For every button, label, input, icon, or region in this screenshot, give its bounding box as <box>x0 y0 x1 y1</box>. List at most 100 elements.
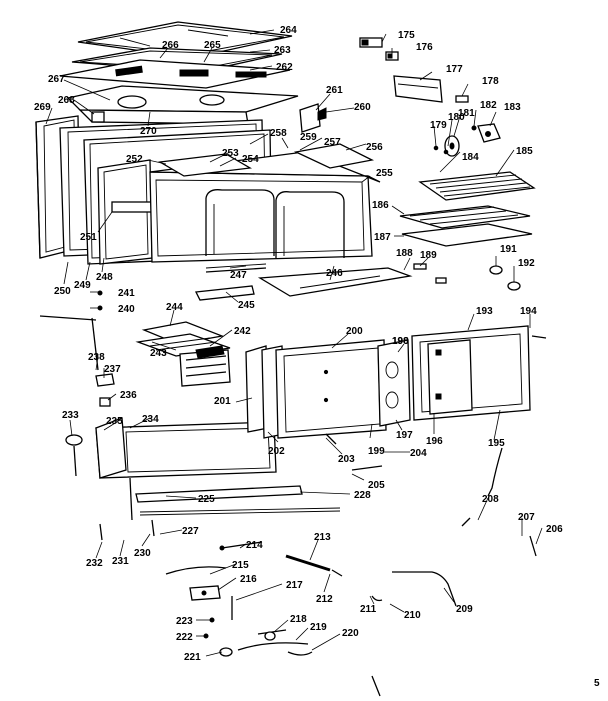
label-263: 263 <box>274 45 291 56</box>
label-232: 232 <box>86 558 103 569</box>
label-262: 262 <box>276 62 293 73</box>
label-240: 240 <box>118 304 135 315</box>
label-249: 249 <box>74 280 91 291</box>
label-243: 243 <box>150 348 167 359</box>
label-210: 210 <box>404 610 421 621</box>
label-222: 222 <box>176 632 193 643</box>
part-233 <box>65 434 83 477</box>
glass-196 <box>377 339 411 427</box>
part-218-219 <box>237 629 309 651</box>
label-242: 242 <box>234 326 251 337</box>
label-185: 185 <box>516 146 533 157</box>
label-186: 186 <box>372 200 389 211</box>
label-208: 208 <box>482 494 499 505</box>
label-204: 204 <box>410 448 427 459</box>
label-190: 190 <box>392 336 409 347</box>
label-270: 270 <box>140 126 157 137</box>
label-269: 269 <box>34 102 51 113</box>
label-230: 230 <box>134 548 151 559</box>
drawer-234 <box>95 417 277 479</box>
label-198: 198 <box>392 336 409 347</box>
part-220 <box>287 651 313 656</box>
label-251: 251 <box>80 232 97 243</box>
part-216 <box>189 585 221 601</box>
label-257: 257 <box>324 137 341 148</box>
door-251 <box>97 159 177 265</box>
part-203-204 <box>325 433 383 471</box>
label-220: 220 <box>342 628 359 639</box>
part-191-192 <box>489 265 521 291</box>
wire-195 <box>487 447 503 497</box>
bottom-246 <box>257 267 413 297</box>
label-215: 215 <box>232 560 249 571</box>
label-241: 241 <box>118 288 135 299</box>
part-242 <box>195 345 225 359</box>
bracket-245 <box>194 285 255 301</box>
label-189: 189 <box>420 250 437 261</box>
clip-175 <box>359 37 383 48</box>
oven-liner-255 <box>149 143 381 263</box>
part-241-240 <box>97 290 103 311</box>
label-177: 177 <box>446 64 463 75</box>
label-206: 206 <box>546 524 563 535</box>
label-205: 205 <box>368 480 385 491</box>
label-267: 267 <box>48 74 65 85</box>
label-217: 217 <box>286 580 303 591</box>
grille-185 <box>418 171 536 201</box>
label-253: 253 <box>222 148 239 159</box>
label-258: 258 <box>270 128 287 139</box>
part-236 <box>99 397 111 407</box>
label-178: 178 <box>482 76 499 87</box>
label-218: 218 <box>290 614 307 625</box>
part-206-209 <box>392 517 537 607</box>
label-255: 255 <box>376 168 393 179</box>
label-209: 209 <box>456 604 473 615</box>
label-207: 207 <box>518 512 535 523</box>
label-193: 193 <box>476 306 493 317</box>
label-180: 180 <box>448 112 465 123</box>
part-237 <box>95 373 115 387</box>
label-244: 244 <box>166 302 183 313</box>
label-256: 256 <box>366 142 383 153</box>
part-178 <box>455 95 469 103</box>
label-227: 227 <box>182 526 199 537</box>
label-184: 184 <box>462 152 479 163</box>
label-225: 225 <box>198 494 215 505</box>
label-268: 268 <box>58 95 75 106</box>
part-179-180 <box>433 145 449 155</box>
label-211: 211 <box>360 604 377 615</box>
label-264: 264 <box>280 25 297 36</box>
label-5: 5 <box>594 678 600 689</box>
label-188: 188 <box>396 248 413 259</box>
label-266: 266 <box>162 40 179 51</box>
label-192: 192 <box>518 258 535 269</box>
part-188-189 <box>413 263 447 284</box>
part-215 <box>165 566 227 575</box>
rack-186-187 <box>399 205 533 247</box>
label-233: 233 <box>62 410 79 421</box>
label-221: 221 <box>184 652 201 663</box>
rail-225-228 <box>135 485 341 516</box>
label-191: 191 <box>500 244 517 255</box>
panel-193 <box>411 325 531 421</box>
part-221-223 <box>203 617 233 657</box>
label-181: 181 <box>458 108 475 119</box>
label-175: 175 <box>398 30 415 41</box>
label-261: 261 <box>326 85 343 96</box>
label-182: 182 <box>480 100 497 111</box>
label-216: 216 <box>240 574 257 585</box>
label-250: 250 <box>54 286 71 297</box>
label-260: 260 <box>354 102 371 113</box>
label-199: 199 <box>368 446 385 457</box>
label-202: 202 <box>268 446 285 457</box>
label-254: 254 <box>242 154 259 165</box>
rail-247 <box>205 263 267 273</box>
leader-lines <box>45 29 543 657</box>
label-194: 194 <box>520 306 537 317</box>
label-238: 238 <box>88 352 105 363</box>
label-195: 195 <box>488 438 505 449</box>
label-237: 237 <box>104 364 121 375</box>
label-259: 259 <box>300 132 317 143</box>
label-212: 212 <box>316 594 333 605</box>
label-236: 236 <box>120 390 137 401</box>
